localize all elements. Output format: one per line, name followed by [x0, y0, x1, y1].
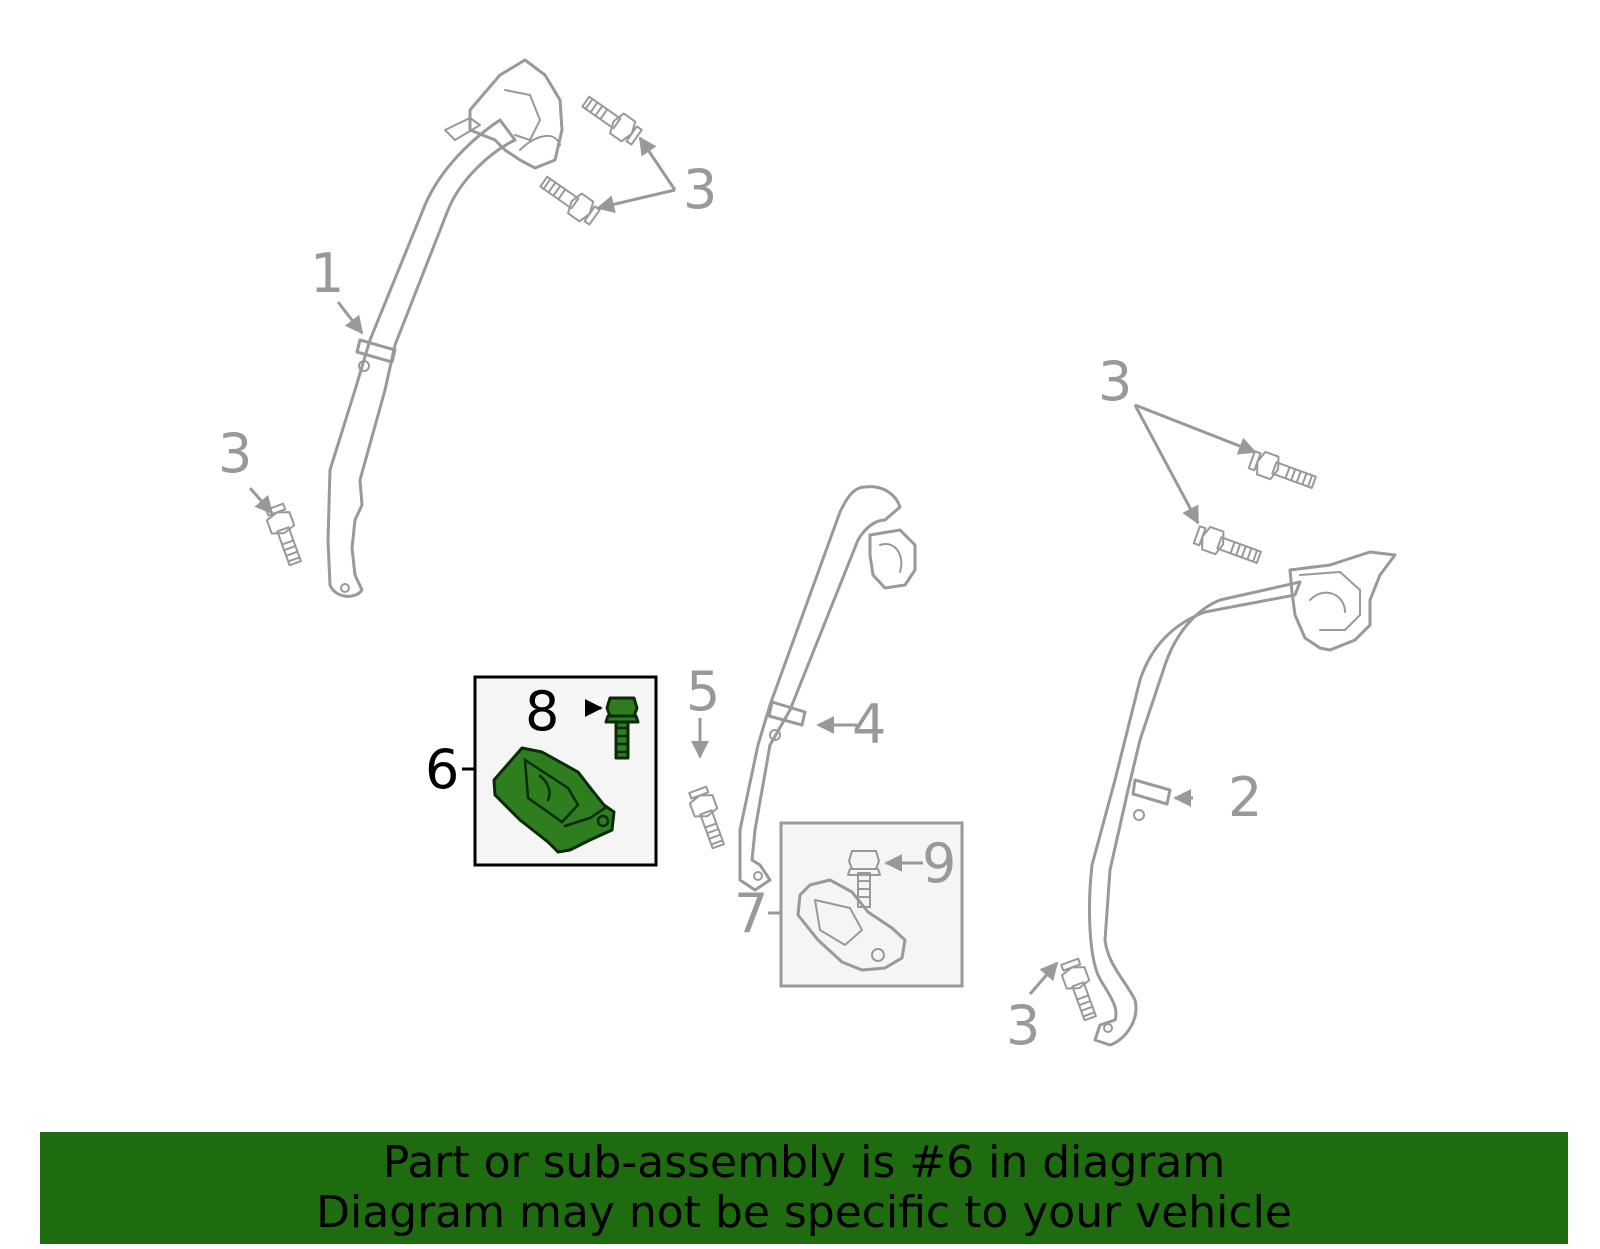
- callout-2: 2: [1228, 766, 1262, 829]
- bolt-3-upper-1[interactable]: [579, 92, 644, 147]
- callout-1: 1: [310, 242, 344, 305]
- callout-3-bottom: 3: [1006, 994, 1040, 1057]
- buckle-7[interactable]: [796, 878, 907, 972]
- callout-5: 5: [686, 660, 720, 723]
- callout-8: 8: [525, 680, 559, 743]
- seat-belt-assembly-2[interactable]: [1088, 550, 1397, 1047]
- bolt-3-right-2[interactable]: [1192, 523, 1263, 568]
- leader-lines: [248, 136, 1257, 995]
- info-banner: Part or sub-assembly is #6 in diagram Di…: [40, 1132, 1568, 1244]
- bolt-3-right-1[interactable]: [1247, 448, 1318, 493]
- seat-belt-assembly-1[interactable]: [326, 58, 564, 598]
- callout-3-upper: 3: [683, 158, 717, 221]
- banner-line-2: Diagram may not be specific to your vehi…: [316, 1187, 1292, 1238]
- bolt-8[interactable]: [604, 696, 640, 760]
- callout-3-left: 3: [218, 422, 252, 485]
- buckle-6[interactable]: [492, 746, 616, 854]
- callout-4: 4: [852, 693, 886, 756]
- seat-belt-assembly-4[interactable]: [738, 485, 917, 892]
- callout-6: 6: [425, 738, 459, 801]
- bolt-5[interactable]: [686, 785, 729, 851]
- banner-line-1: Part or sub-assembly is #6 in diagram: [382, 1137, 1226, 1188]
- callout-3-right: 3: [1098, 350, 1132, 413]
- callout-7: 7: [734, 882, 768, 945]
- bolt-3-bottom[interactable]: [1058, 957, 1101, 1023]
- callout-9: 9: [922, 832, 956, 895]
- bolt-3-upper-2[interactable]: [537, 172, 602, 227]
